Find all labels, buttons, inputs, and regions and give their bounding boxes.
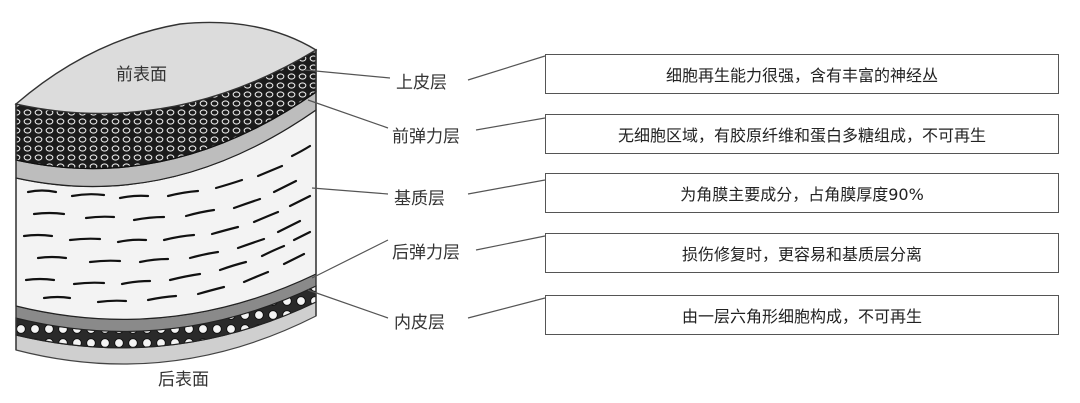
description-box-bowman: 无细胞区域，有胶原纤维和蛋白多糖组成，不可再生: [545, 114, 1059, 154]
layer-label-endothelium: 内皮层: [394, 313, 445, 333]
connector-3: [467, 179, 546, 195]
description-box-epithelium: 细胞再生能力很强，含有丰富的神经丛: [545, 54, 1059, 94]
description-box-stroma: 为角膜主要成分，占角膜厚度90%: [545, 173, 1059, 213]
leader-epithelium: [304, 69, 391, 79]
front-surface-shape: [14, 21, 318, 115]
layer-label-epithelium: 上皮层: [396, 73, 447, 93]
layer-label-bowman: 前弹力层: [392, 127, 460, 147]
layer-label-stroma: 基质层: [394, 189, 445, 209]
connector-5: [467, 297, 546, 319]
layer-label-descemet: 后弹力层: [392, 243, 460, 263]
stroma-fibers: [22, 144, 312, 304]
leader-lines: [304, 69, 391, 319]
front-surface-label: 前表面: [116, 65, 167, 85]
leader-descemet: [311, 239, 389, 279]
leader-bowman: [307, 99, 389, 129]
connector-2: [475, 117, 546, 131]
leader-stroma: [311, 187, 389, 195]
connector-4: [475, 235, 546, 251]
back-surface-label: 后表面: [158, 370, 209, 390]
connector-1: [467, 55, 546, 81]
leader-endothelium: [307, 289, 389, 319]
connector-lines: [467, 55, 546, 319]
description-box-endothelium: 由一层六角形细胞构成，不可再生: [545, 295, 1059, 335]
description-box-descemet: 损伤修复时，更容易和基质层分离: [545, 233, 1059, 273]
